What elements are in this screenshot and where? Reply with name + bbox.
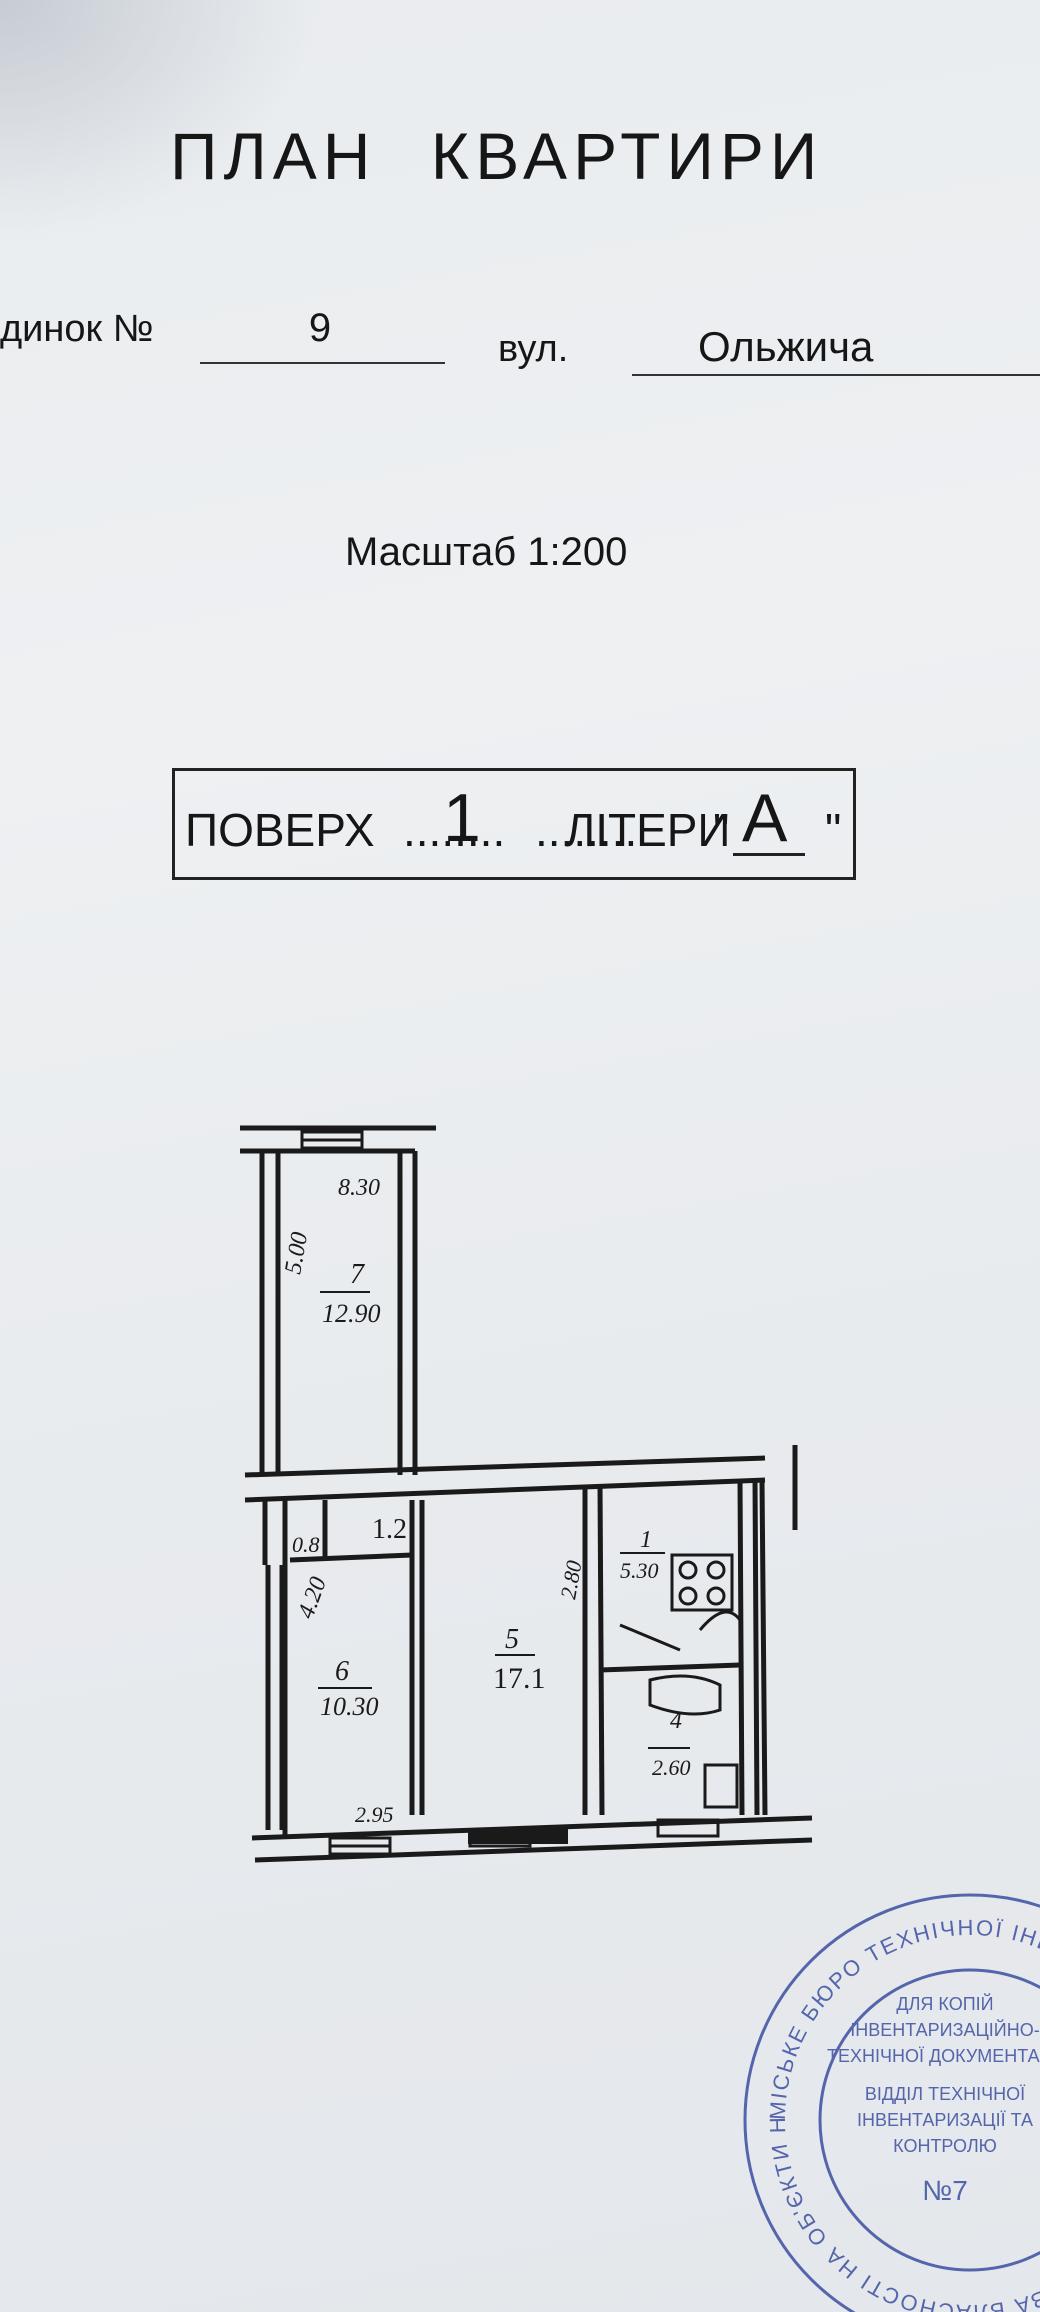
- building-underline: [200, 362, 445, 364]
- dim-small-room: 0.8: [292, 1532, 320, 1557]
- stamp-line4: ВІДДІЛ ТЕХНІЧНОЇ: [865, 2084, 1025, 2104]
- letter-close-quote: ": [825, 804, 842, 856]
- letter-value: А: [742, 780, 788, 856]
- room7-number: 7: [350, 1259, 365, 1290]
- kitchen-fixtures: [619, 1553, 742, 1809]
- dim-bottom: 2.95: [355, 1802, 394, 1827]
- scale-label: Масштаб 1:200: [345, 530, 628, 574]
- letter-underline: [733, 853, 805, 856]
- room5-number: 5: [505, 1624, 519, 1655]
- room7-area: 12.90: [322, 1299, 381, 1328]
- dim-closet: 1.2: [372, 1514, 407, 1545]
- floor-box: ПОВЕРХ ........ 1 ........ ЛІТЕРИ " А ": [172, 768, 856, 880]
- stamp-line2: ІНВЕНТАРИЗАЦІЙНО-: [850, 2019, 1039, 2040]
- walls: [240, 1125, 813, 1863]
- stamp-line7: №7: [922, 2175, 968, 2206]
- dim-room1-side: 2.80: [555, 1559, 586, 1601]
- stamp-line3: ТЕХНІЧНОЇ ДОКУМЕНТАЦІЇ: [827, 2046, 1040, 2066]
- kitchen-label: 4: [670, 1708, 682, 1734]
- floor-number: 1: [443, 780, 481, 856]
- letter-open-quote: ": [713, 804, 730, 856]
- stamp-line6: КОНТРОЛЮ: [893, 2136, 997, 2156]
- room1-number: 1: [640, 1527, 652, 1553]
- letter-label: ЛІТЕРИ: [565, 804, 731, 856]
- stamp-line1: ДЛЯ КОПІЙ: [896, 1993, 993, 2014]
- building-number: 9: [308, 306, 332, 350]
- page-title: ПЛАН КВАРТИРИ: [170, 119, 824, 193]
- street-name: Ольжича: [698, 323, 874, 370]
- dim-room6-side: 4.20: [293, 1574, 332, 1622]
- floor-dots-2: ........: [535, 804, 638, 856]
- room6-number: 6: [335, 1656, 349, 1687]
- floor-label: ПОВЕРХ: [185, 804, 375, 856]
- room6-area: 10.30: [320, 1692, 379, 1721]
- street-label: вул.: [498, 328, 569, 370]
- entry-block: [468, 1828, 568, 1844]
- page-shadow: [0, 0, 320, 240]
- room5-area: 17.1: [493, 1662, 546, 1695]
- floor-dots: ........: [403, 804, 506, 856]
- bath-area: 2.60: [652, 1755, 691, 1780]
- dim-top: 8.30: [338, 1175, 380, 1201]
- room1-area: 5.30: [620, 1558, 659, 1583]
- street-underline: [632, 374, 1040, 376]
- dim-room7-side: 5.00: [280, 1230, 313, 1276]
- stamp-line5: ІНВЕНТАРИЗАЦІЇ ТА: [857, 2110, 1033, 2130]
- plan-labels: 8.30 5.00 7 12.90 1.2 0.8 4.20 6 10.30 5…: [280, 1175, 690, 1827]
- building-label: динок №: [0, 308, 154, 350]
